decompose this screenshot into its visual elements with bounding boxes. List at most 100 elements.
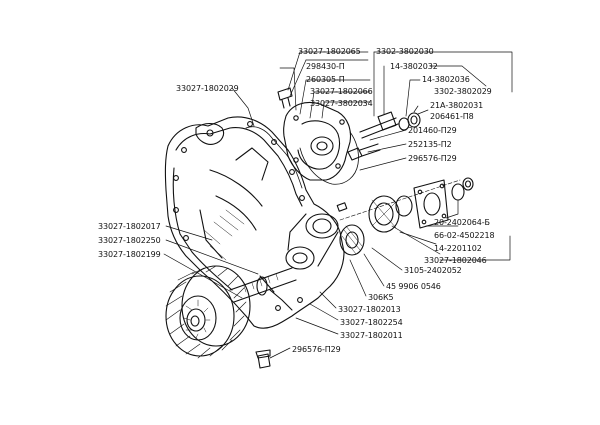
breather-plug-thread <box>281 97 291 109</box>
output-flange <box>413 179 449 229</box>
small-key <box>336 202 348 212</box>
cover-outline <box>283 101 352 181</box>
housing-bolt <box>289 169 295 175</box>
driven-gear <box>377 111 397 131</box>
part-label: 14-3802036 <box>422 75 470 84</box>
housing-rib <box>199 209 223 259</box>
part-label: 3105-2402052 <box>404 266 462 275</box>
input-shaft-spline <box>243 273 279 293</box>
leader-line <box>231 87 255 127</box>
breather-plug-body <box>277 87 293 101</box>
drain-plug-body <box>257 353 271 369</box>
gasket <box>245 126 303 189</box>
part-label: 306К5 <box>368 293 394 302</box>
housing-bolt <box>299 195 305 201</box>
housing-rib <box>209 169 263 207</box>
leader-line <box>367 143 407 153</box>
housing-bolt <box>206 129 214 137</box>
part-label: 45 9906 0546 <box>386 282 441 291</box>
part-label: 33027-1802011 <box>340 331 403 340</box>
part-label: 33027-1802029 <box>176 84 239 93</box>
leader-line <box>369 129 407 141</box>
leader-line <box>413 105 419 113</box>
housing-flange-inner <box>175 127 303 207</box>
part-label: 14-2201102 <box>434 244 482 253</box>
housing-bolt <box>183 235 189 241</box>
part-label: 206461-П8 <box>430 112 474 121</box>
housing-bolt <box>297 297 303 303</box>
housing-boss-lower <box>285 246 315 270</box>
part-label: 260305-П <box>306 75 345 84</box>
leader-line <box>163 253 243 299</box>
inner-bearing <box>339 224 365 256</box>
inner-bearing-inner <box>345 231 359 249</box>
flange-hole <box>439 183 445 189</box>
output-bearing-race <box>371 199 397 229</box>
part-label: 298430-П <box>306 62 345 71</box>
transfer-case-housing <box>164 116 345 329</box>
housing-rib <box>235 147 269 181</box>
leader-line <box>371 247 403 271</box>
top-cover <box>283 101 359 185</box>
leader-line <box>445 199 459 219</box>
leader-line <box>391 225 441 255</box>
spacer-ring <box>395 195 413 217</box>
part-label: 33027-3802034 <box>310 99 373 108</box>
housing-boss-lower-inner <box>292 252 308 264</box>
cover-bolt <box>293 157 299 163</box>
part-label: 296576-П29 <box>408 154 457 163</box>
output-shaft-assembly <box>336 177 474 256</box>
housing-bolt <box>271 139 277 145</box>
end-nut <box>462 177 474 191</box>
drain-plug <box>255 349 271 369</box>
leader-line <box>319 291 337 309</box>
leader-line <box>405 79 421 117</box>
drive-gear-assembly <box>165 265 297 359</box>
leader-line <box>373 51 513 93</box>
housing-left-edge <box>172 167 233 291</box>
cover-port-inner <box>316 141 328 151</box>
housing-shading <box>203 209 245 261</box>
part-label: 33027-1802066 <box>310 87 373 96</box>
housing-boss-upper-inner <box>312 218 332 234</box>
cover-bolt <box>335 163 341 169</box>
leader-line <box>363 253 385 287</box>
housing-cover-boss <box>195 122 225 145</box>
part-label: 33027-1802254 <box>340 318 403 327</box>
part-label: 33027-1802017 <box>98 222 161 231</box>
sleeve <box>407 112 421 128</box>
input-shaft <box>229 267 297 303</box>
leader-line <box>349 259 367 297</box>
housing-bolt <box>247 121 253 127</box>
part-label: 3302-3802030 <box>376 47 434 56</box>
end-nut-inner <box>464 180 472 188</box>
housing-bolt <box>173 207 179 213</box>
sleeve-inner <box>410 115 418 125</box>
cover-bolt <box>339 119 345 125</box>
part-label: 21А-3802031 <box>430 101 484 110</box>
housing-boss-upper <box>305 213 339 239</box>
leader-line <box>439 235 511 261</box>
housing-rib <box>215 195 257 231</box>
part-label: 33027-1802013 <box>338 305 401 314</box>
housing-outline <box>164 116 345 329</box>
gear-hub-bore <box>186 308 206 332</box>
output-flange-hub <box>423 192 441 216</box>
leader-line <box>279 67 297 111</box>
leader-line <box>429 65 487 87</box>
leader-line <box>165 225 213 241</box>
gear-hub <box>179 295 217 341</box>
leader-lines <box>163 51 513 359</box>
gear-hub-center <box>190 315 200 327</box>
cover-bolt <box>293 115 299 121</box>
output-bearing-inner <box>374 202 394 226</box>
speedometer-drive-parts <box>347 111 421 161</box>
part-label: 252135-П2 <box>408 140 452 149</box>
flange-seal <box>451 183 465 201</box>
housing-bolt <box>173 175 179 181</box>
small-pin <box>359 143 381 157</box>
leader-line <box>309 303 339 321</box>
part-label: 296576-П29 <box>292 345 341 354</box>
